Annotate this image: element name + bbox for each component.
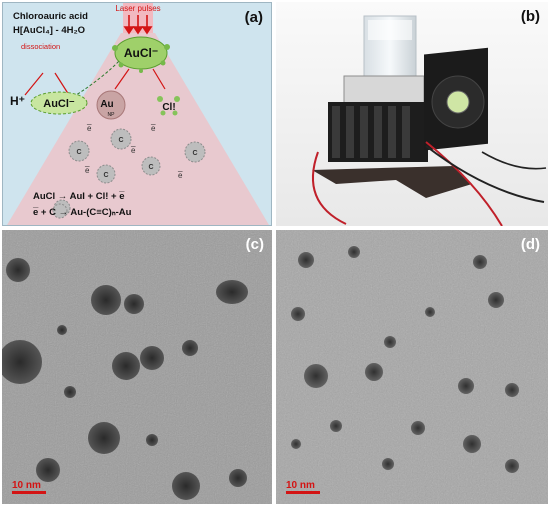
panel-label: (a): [244, 9, 263, 26]
acid-formula: H[AuCl₄] - 4H₂O: [13, 25, 85, 36]
electron-label: e̅: [84, 166, 90, 175]
black-wire: [425, 145, 545, 203]
panel-c-tem-image: (c) 10 nm: [2, 230, 272, 504]
nanoparticles-d: [291, 246, 519, 473]
electron-label: e̅: [150, 124, 156, 133]
panel-d-tem-image: (d) 10 nm: [276, 230, 548, 504]
scale-label: 10 nm: [12, 480, 41, 491]
electron-label: e̅: [177, 171, 183, 180]
h-plus: H⁺: [10, 94, 25, 108]
panel-a-schematic: Laser pulses Chloroauric acid H[AuCl₄] -…: [2, 2, 272, 226]
holder-plate: [343, 75, 425, 107]
equation-1: AuCl → AuI + Cl! + e̅: [33, 191, 125, 202]
nanoparticles-c: [2, 258, 248, 500]
aucl-left-bubble: [30, 91, 88, 115]
fan-label: [446, 90, 470, 114]
cl-label: Cl!: [162, 102, 175, 113]
acid-name: Chloroauric acid: [13, 11, 88, 22]
carbon-label: C: [118, 137, 123, 144]
red-wire: [311, 151, 347, 225]
tem-image-d: [276, 230, 548, 504]
equation-2: e̅ + C → Au-(C≡C)ₙ-Au: [33, 207, 132, 218]
carbon-label: C: [76, 149, 81, 156]
aucl-top: AuCl⁻: [124, 46, 158, 60]
schematic-drawing: Laser pulses Chloroauric acid H[AuCl₄] -…: [3, 3, 271, 225]
carbon-label: C: [192, 150, 197, 157]
au-nanoparticle: [96, 90, 126, 120]
aucl-left: AuCl⁻: [43, 98, 75, 110]
tem-image-c: [2, 230, 272, 504]
panel-label: (d): [520, 236, 540, 253]
au-sup: NP: [108, 112, 116, 118]
device-photo: [276, 2, 548, 226]
dissociation-label: dissociation: [21, 42, 60, 51]
carbon-label: C: [148, 164, 153, 171]
scale-bar: [12, 491, 46, 494]
heatsink: [328, 102, 428, 162]
laser-arrows: [123, 15, 153, 35]
au-label: Au: [100, 99, 113, 110]
laser-label: Laser pulses: [115, 4, 160, 13]
panel-label: (b): [520, 8, 540, 25]
panel-b-device-photo: (b): [276, 2, 548, 226]
laser-cone: [7, 33, 269, 225]
panel-label: (c): [245, 236, 264, 253]
scale-bar: [286, 491, 320, 494]
stand-base: [312, 166, 472, 198]
electron-label: e̅: [86, 124, 92, 133]
scale-label: 10 nm: [286, 480, 315, 491]
electron-label: e̅: [130, 146, 136, 155]
carbon-label: C: [103, 172, 108, 179]
